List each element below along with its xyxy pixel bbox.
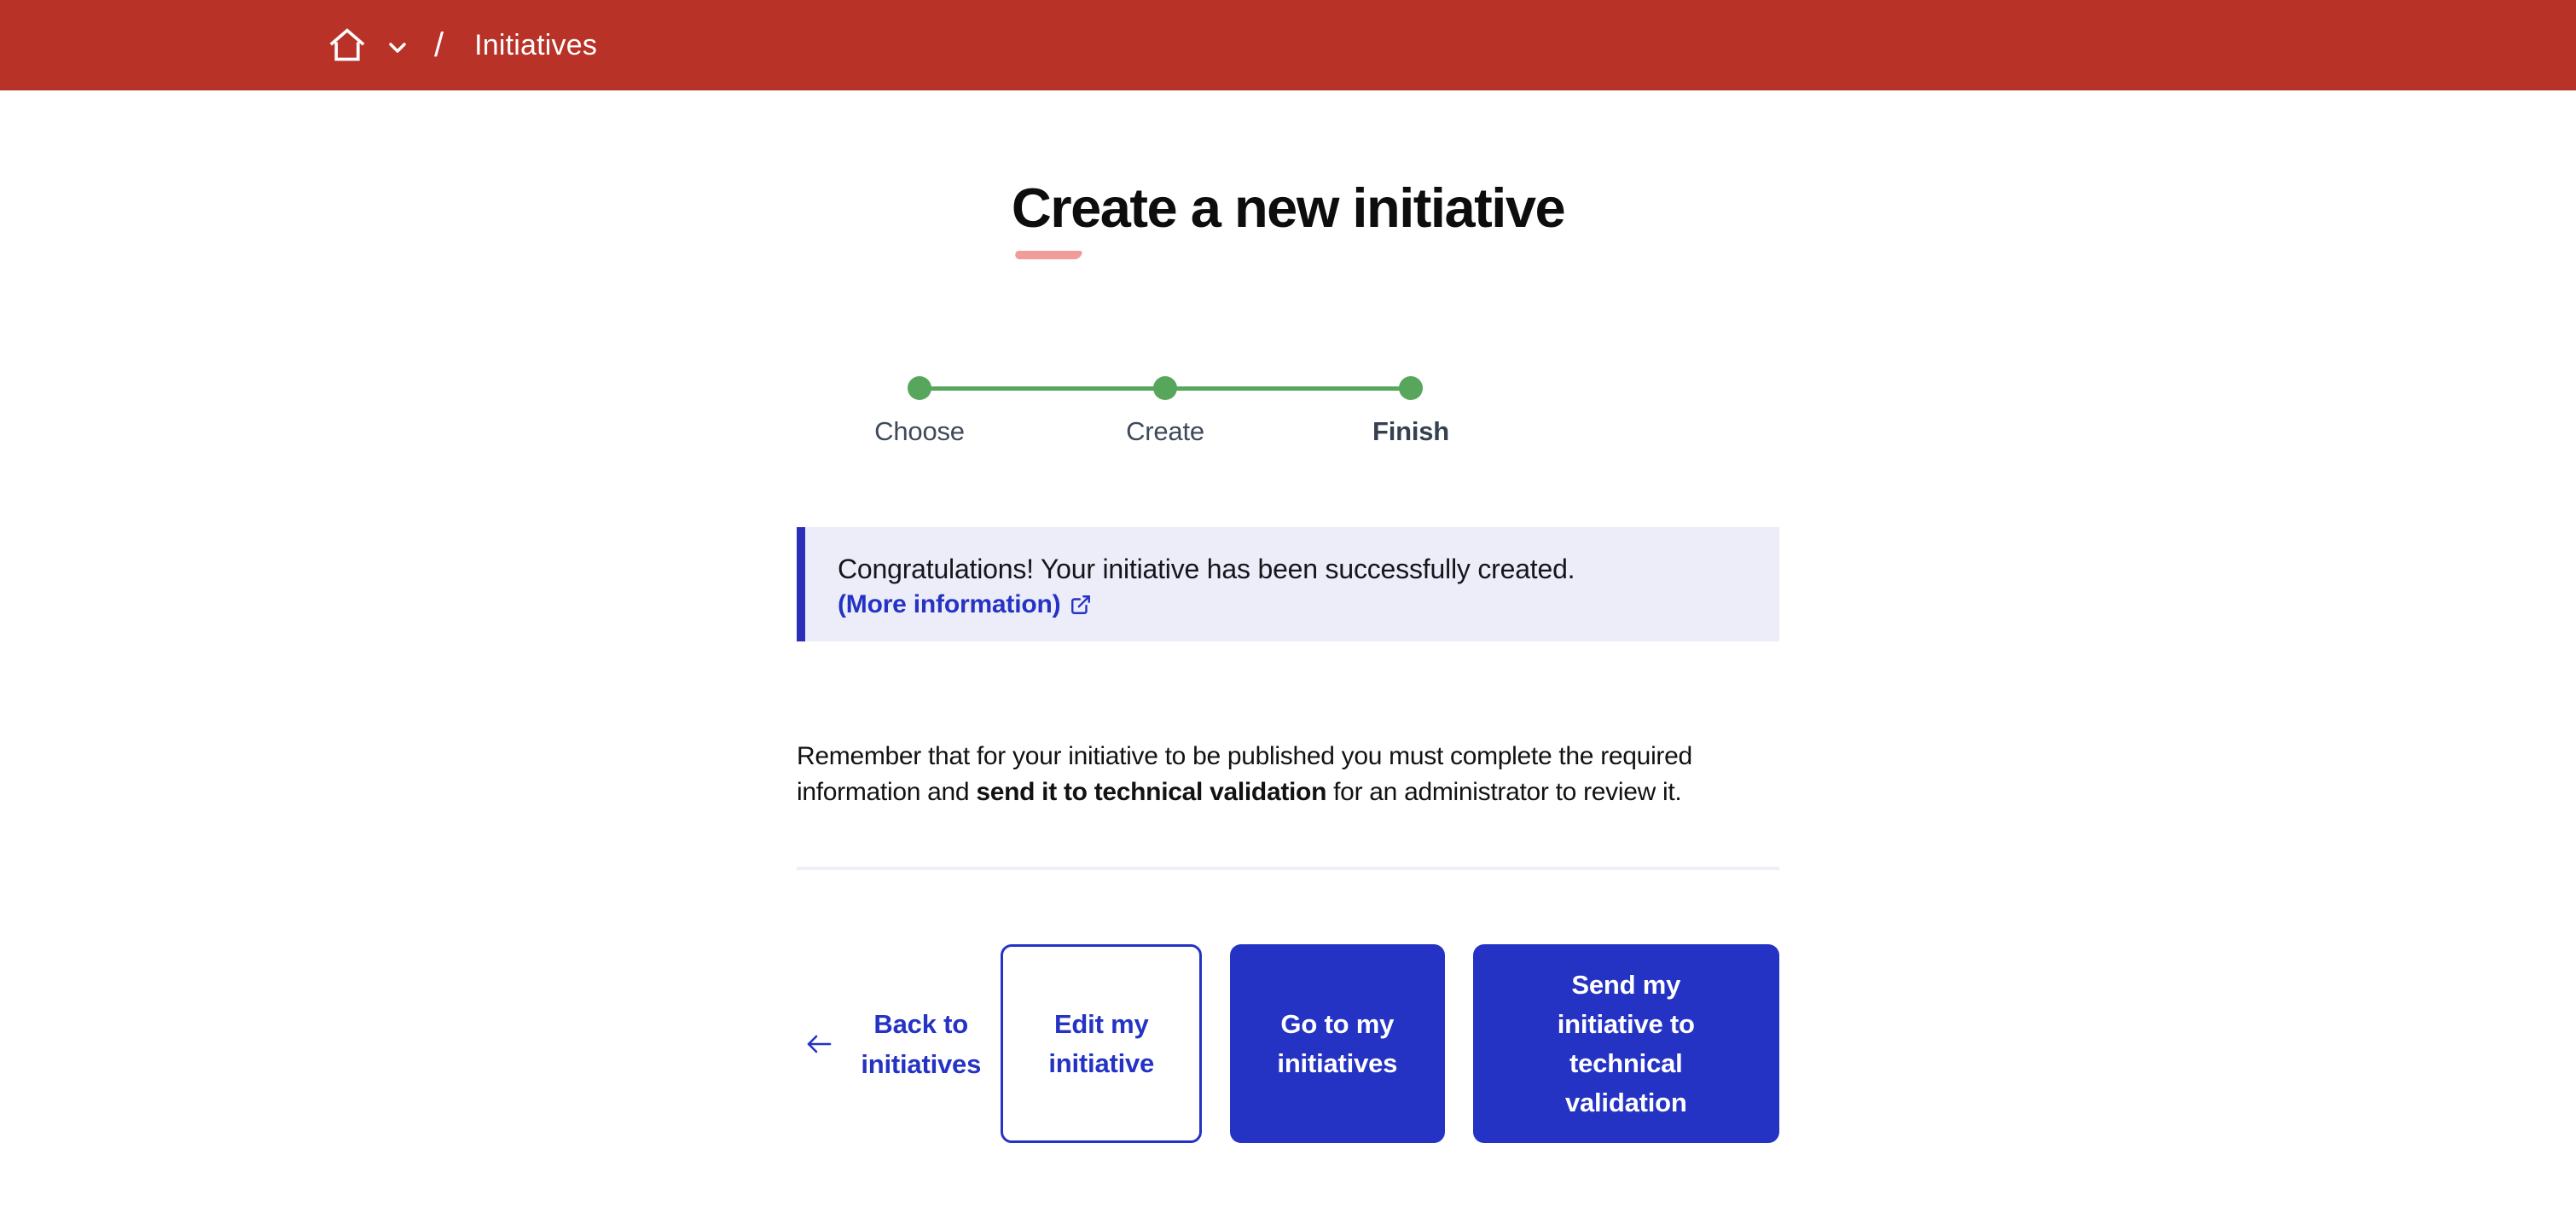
home-icon[interactable]	[328, 27, 366, 63]
more-information-link[interactable]: (More information)	[838, 590, 1092, 619]
step-dot-choose	[908, 376, 931, 400]
go-to-initiatives-button[interactable]: Go to my initiatives	[1230, 944, 1445, 1143]
more-information-label: (More information)	[838, 590, 1061, 618]
wizard-stepper: Choose Create Finish	[797, 376, 1534, 447]
title-section: Create a new initiative	[797, 176, 1779, 259]
step-create: Create	[1042, 376, 1288, 447]
chevron-down-icon[interactable]	[389, 38, 406, 54]
actions-row: Back to initiatives Edit my initiative G…	[797, 944, 1779, 1143]
page-title: Create a new initiative	[1011, 177, 1566, 239]
step-label-finish: Finish	[1372, 416, 1450, 446]
arrow-left-icon	[807, 1035, 832, 1053]
step-label-create: Create	[1126, 416, 1204, 446]
send-to-validation-button[interactable]: Send my initiative to technical validati…	[1472, 944, 1779, 1143]
breadcrumb-separator: /	[434, 26, 444, 64]
alert-message: Congratulations! Your initiative has bee…	[838, 554, 1575, 584]
step-finish: Finish	[1288, 376, 1534, 447]
title-underline	[1013, 251, 1083, 259]
back-to-initiatives-link[interactable]: Back to initiatives	[797, 944, 1001, 1143]
breadcrumb-initiatives[interactable]: Initiatives	[474, 28, 598, 61]
step-choose: Choose	[797, 376, 1042, 447]
section-divider	[797, 867, 1779, 870]
reminder-bold-text: send it to technical validation	[976, 778, 1327, 806]
success-alert: Congratulations! Your initiative has bee…	[797, 527, 1779, 641]
external-link-icon	[1071, 595, 1091, 614]
top-navbar: / Initiatives	[0, 0, 2576, 90]
step-dot-finish	[1399, 376, 1423, 400]
step-dot-create	[1153, 376, 1177, 400]
step-label-choose: Choose	[874, 416, 965, 446]
edit-initiative-button[interactable]: Edit my initiative	[1001, 944, 1203, 1143]
back-to-initiatives-label: Back to initiatives	[861, 1008, 982, 1079]
main-content: Create a new initiative Choose Create Fi…	[797, 176, 1779, 1143]
reminder-text: Remember that for your initiative to be …	[797, 742, 1692, 806]
